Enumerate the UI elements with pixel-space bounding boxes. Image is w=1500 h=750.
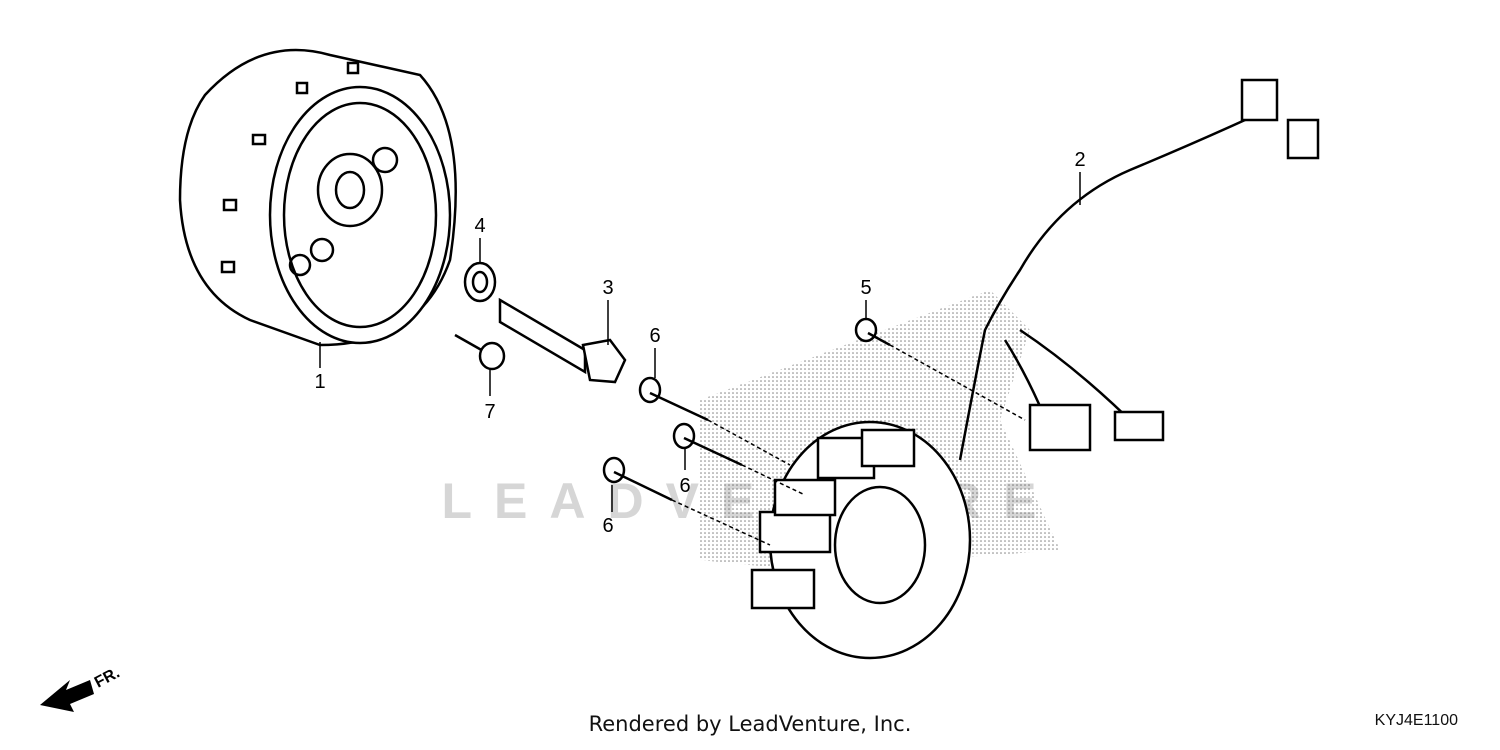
callout-3: 3 (602, 277, 613, 299)
small-bolt-part[interactable] (454, 333, 506, 371)
callout-1: 1 (314, 371, 325, 393)
diagram-code: KYJ4E1100 (1374, 712, 1458, 729)
callout-6b: 6 (679, 475, 690, 497)
leader-lines (319, 172, 1081, 546)
wire-harness-part[interactable] (958, 78, 1320, 461)
callout-6c: 6 (602, 515, 613, 537)
callout-4: 4 (474, 215, 485, 237)
stator-bolts-part[interactable] (602, 376, 743, 502)
rendered-by-text: Rendered by LeadVenture, Inc. (588, 712, 912, 736)
callout-7: 7 (484, 401, 495, 423)
flywheel-part[interactable] (178, 48, 457, 347)
stator-part[interactable] (750, 420, 972, 660)
callout-6a: 6 (649, 325, 660, 347)
washer-part[interactable] (463, 261, 497, 303)
front-arrow-icon: FR. (40, 664, 123, 712)
callout-2: 2 (1074, 149, 1085, 171)
screw-part[interactable] (854, 317, 891, 347)
front-label: FR. (92, 664, 123, 691)
callout-5: 5 (860, 277, 871, 299)
flange-bolt-part[interactable] (498, 297, 627, 384)
